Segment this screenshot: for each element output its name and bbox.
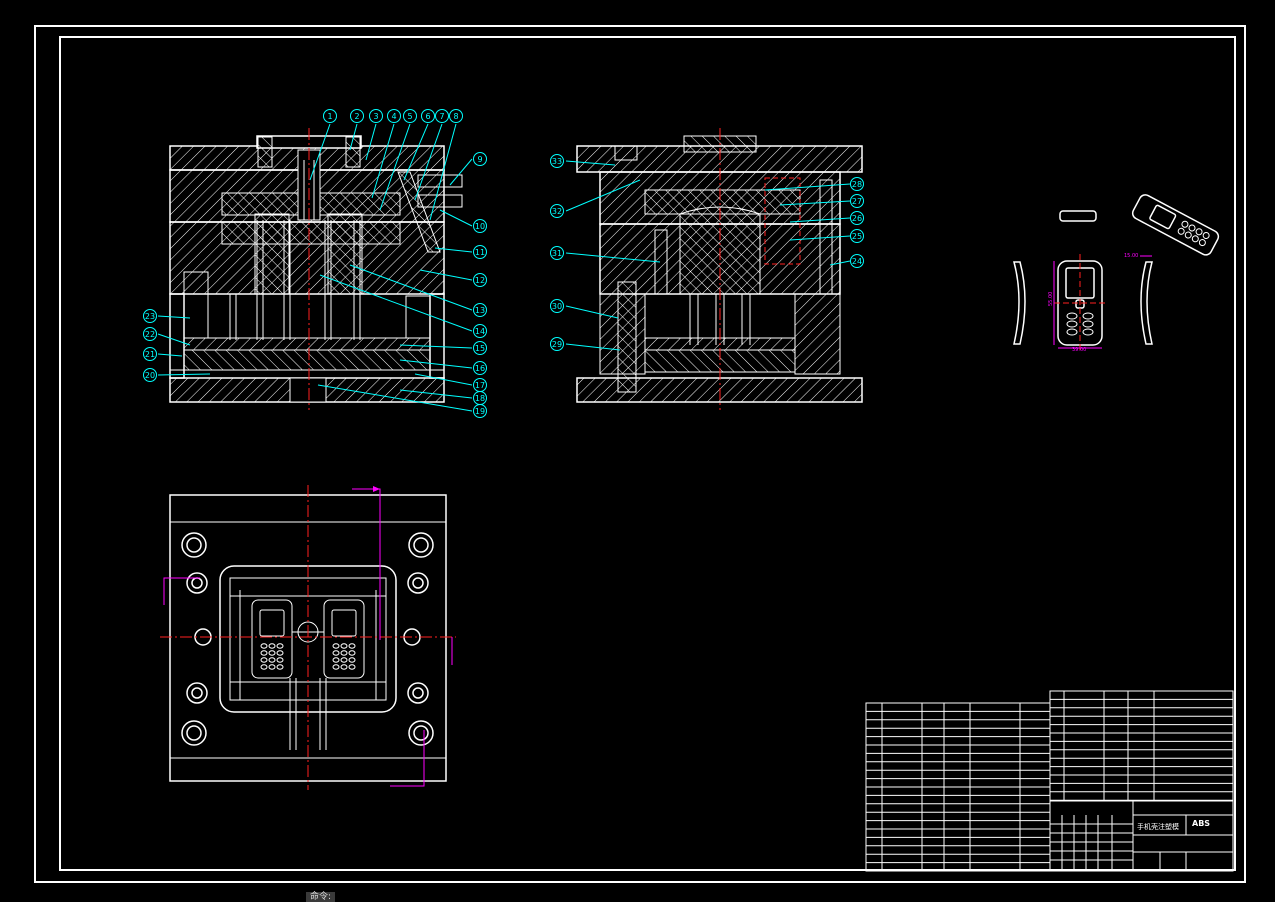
balloon-18[interactable]: 18 — [473, 391, 487, 405]
svg-text:21: 21 — [145, 350, 155, 359]
side-balloon-27[interactable]: 27 — [850, 194, 864, 208]
svg-text:28: 28 — [852, 180, 862, 189]
svg-text:3: 3 — [373, 112, 378, 121]
side-balloon-30[interactable]: 30 — [550, 299, 564, 313]
side-balloon-32[interactable]: 32 — [550, 204, 564, 218]
side-balloon-33[interactable]: 33 — [550, 154, 564, 168]
svg-text:15: 15 — [475, 344, 485, 353]
balloon-6[interactable]: 6 — [421, 109, 435, 123]
bom-table — [865, 690, 1234, 872]
balloon-23[interactable]: 23 — [143, 309, 157, 323]
title-part-name: 手机壳注塑模 — [1137, 822, 1179, 831]
side-balloon-group[interactable]: 33 32 31 30 29 28 27 26 25 24 — [550, 154, 864, 351]
balloon-17[interactable]: 17 — [473, 378, 487, 392]
balloon-14[interactable]: 14 — [473, 324, 487, 338]
plan-view-centerlines — [160, 485, 456, 790]
balloon-8[interactable]: 8 — [449, 109, 463, 123]
svg-text:7: 7 — [439, 112, 444, 121]
svg-text:31: 31 — [552, 249, 562, 258]
svg-text:27: 27 — [852, 197, 862, 206]
svg-text:10: 10 — [475, 222, 485, 231]
balloon-16[interactable]: 16 — [473, 361, 487, 375]
balloon-19[interactable]: 19 — [473, 404, 487, 418]
svg-text:20: 20 — [145, 371, 155, 380]
balloon-12[interactable]: 12 — [473, 273, 487, 287]
balloon-10[interactable]: 10 — [473, 219, 487, 233]
side-balloon-31[interactable]: 31 — [550, 246, 564, 260]
svg-text:6: 6 — [425, 112, 430, 121]
balloon-21[interactable]: 21 — [143, 347, 157, 361]
svg-text:5: 5 — [407, 112, 412, 121]
svg-text:19: 19 — [475, 407, 485, 416]
balloon-22[interactable]: 22 — [143, 327, 157, 341]
command-line[interactable]: 命令: — [306, 892, 336, 902]
balloon-9[interactable]: 9 — [473, 152, 487, 166]
svg-text:32: 32 — [552, 207, 562, 216]
balloon-1[interactable]: 1 — [323, 109, 337, 123]
dim-height: 55.00 — [1048, 292, 1054, 306]
part-dimensions — [1053, 254, 1152, 352]
balloon-15[interactable]: 15 — [473, 341, 487, 355]
svg-text:30: 30 — [552, 302, 562, 311]
svg-text:4: 4 — [391, 112, 396, 121]
side-balloon-26[interactable]: 26 — [850, 211, 864, 225]
svg-text:24: 24 — [852, 257, 862, 266]
svg-text:18: 18 — [475, 394, 485, 403]
inner-frame — [59, 36, 1236, 871]
svg-text:14: 14 — [475, 327, 485, 336]
svg-text:2: 2 — [354, 112, 359, 121]
balloon-7[interactable]: 7 — [435, 109, 449, 123]
side-balloon-25[interactable]: 25 — [850, 229, 864, 243]
balloon-13[interactable]: 13 — [473, 303, 487, 317]
balloon-3[interactable]: 3 — [369, 109, 383, 123]
svg-text:25: 25 — [852, 232, 862, 241]
svg-text:26: 26 — [852, 214, 862, 223]
part-views — [1013, 194, 1220, 346]
svg-text:9: 9 — [477, 155, 482, 164]
side-balloon-28[interactable]: 28 — [850, 177, 864, 191]
svg-text:17: 17 — [475, 381, 485, 390]
side-balloon-24[interactable]: 24 — [850, 254, 864, 268]
svg-text:8: 8 — [453, 112, 458, 121]
main-section-view — [169, 128, 463, 410]
balloon-20[interactable]: 20 — [143, 368, 157, 382]
svg-text:29: 29 — [552, 340, 562, 349]
balloon-11[interactable]: 11 — [473, 245, 487, 259]
balloon-4[interactable]: 4 — [387, 109, 401, 123]
outer-frame — [34, 25, 1246, 883]
dim-width: 39.00 — [1072, 347, 1086, 353]
svg-text:13: 13 — [475, 306, 485, 315]
side-view-leaders — [565, 160, 851, 351]
svg-text:33: 33 — [552, 157, 562, 166]
balloon-5[interactable]: 5 — [403, 109, 417, 123]
dim-top: 15.00 — [1124, 253, 1138, 259]
side-section-view — [576, 128, 863, 410]
svg-text:11: 11 — [475, 248, 485, 257]
plan-view — [169, 494, 447, 782]
side-balloon-29[interactable]: 29 — [550, 337, 564, 351]
svg-text:22: 22 — [145, 330, 155, 339]
svg-text:12: 12 — [475, 276, 485, 285]
svg-text:23: 23 — [145, 312, 155, 321]
balloon-2[interactable]: 2 — [350, 109, 364, 123]
svg-text:1: 1 — [327, 112, 332, 121]
svg-text:16: 16 — [475, 364, 485, 373]
title-material: ABS — [1192, 819, 1210, 828]
main-view-balloons[interactable] — [157, 123, 473, 412]
